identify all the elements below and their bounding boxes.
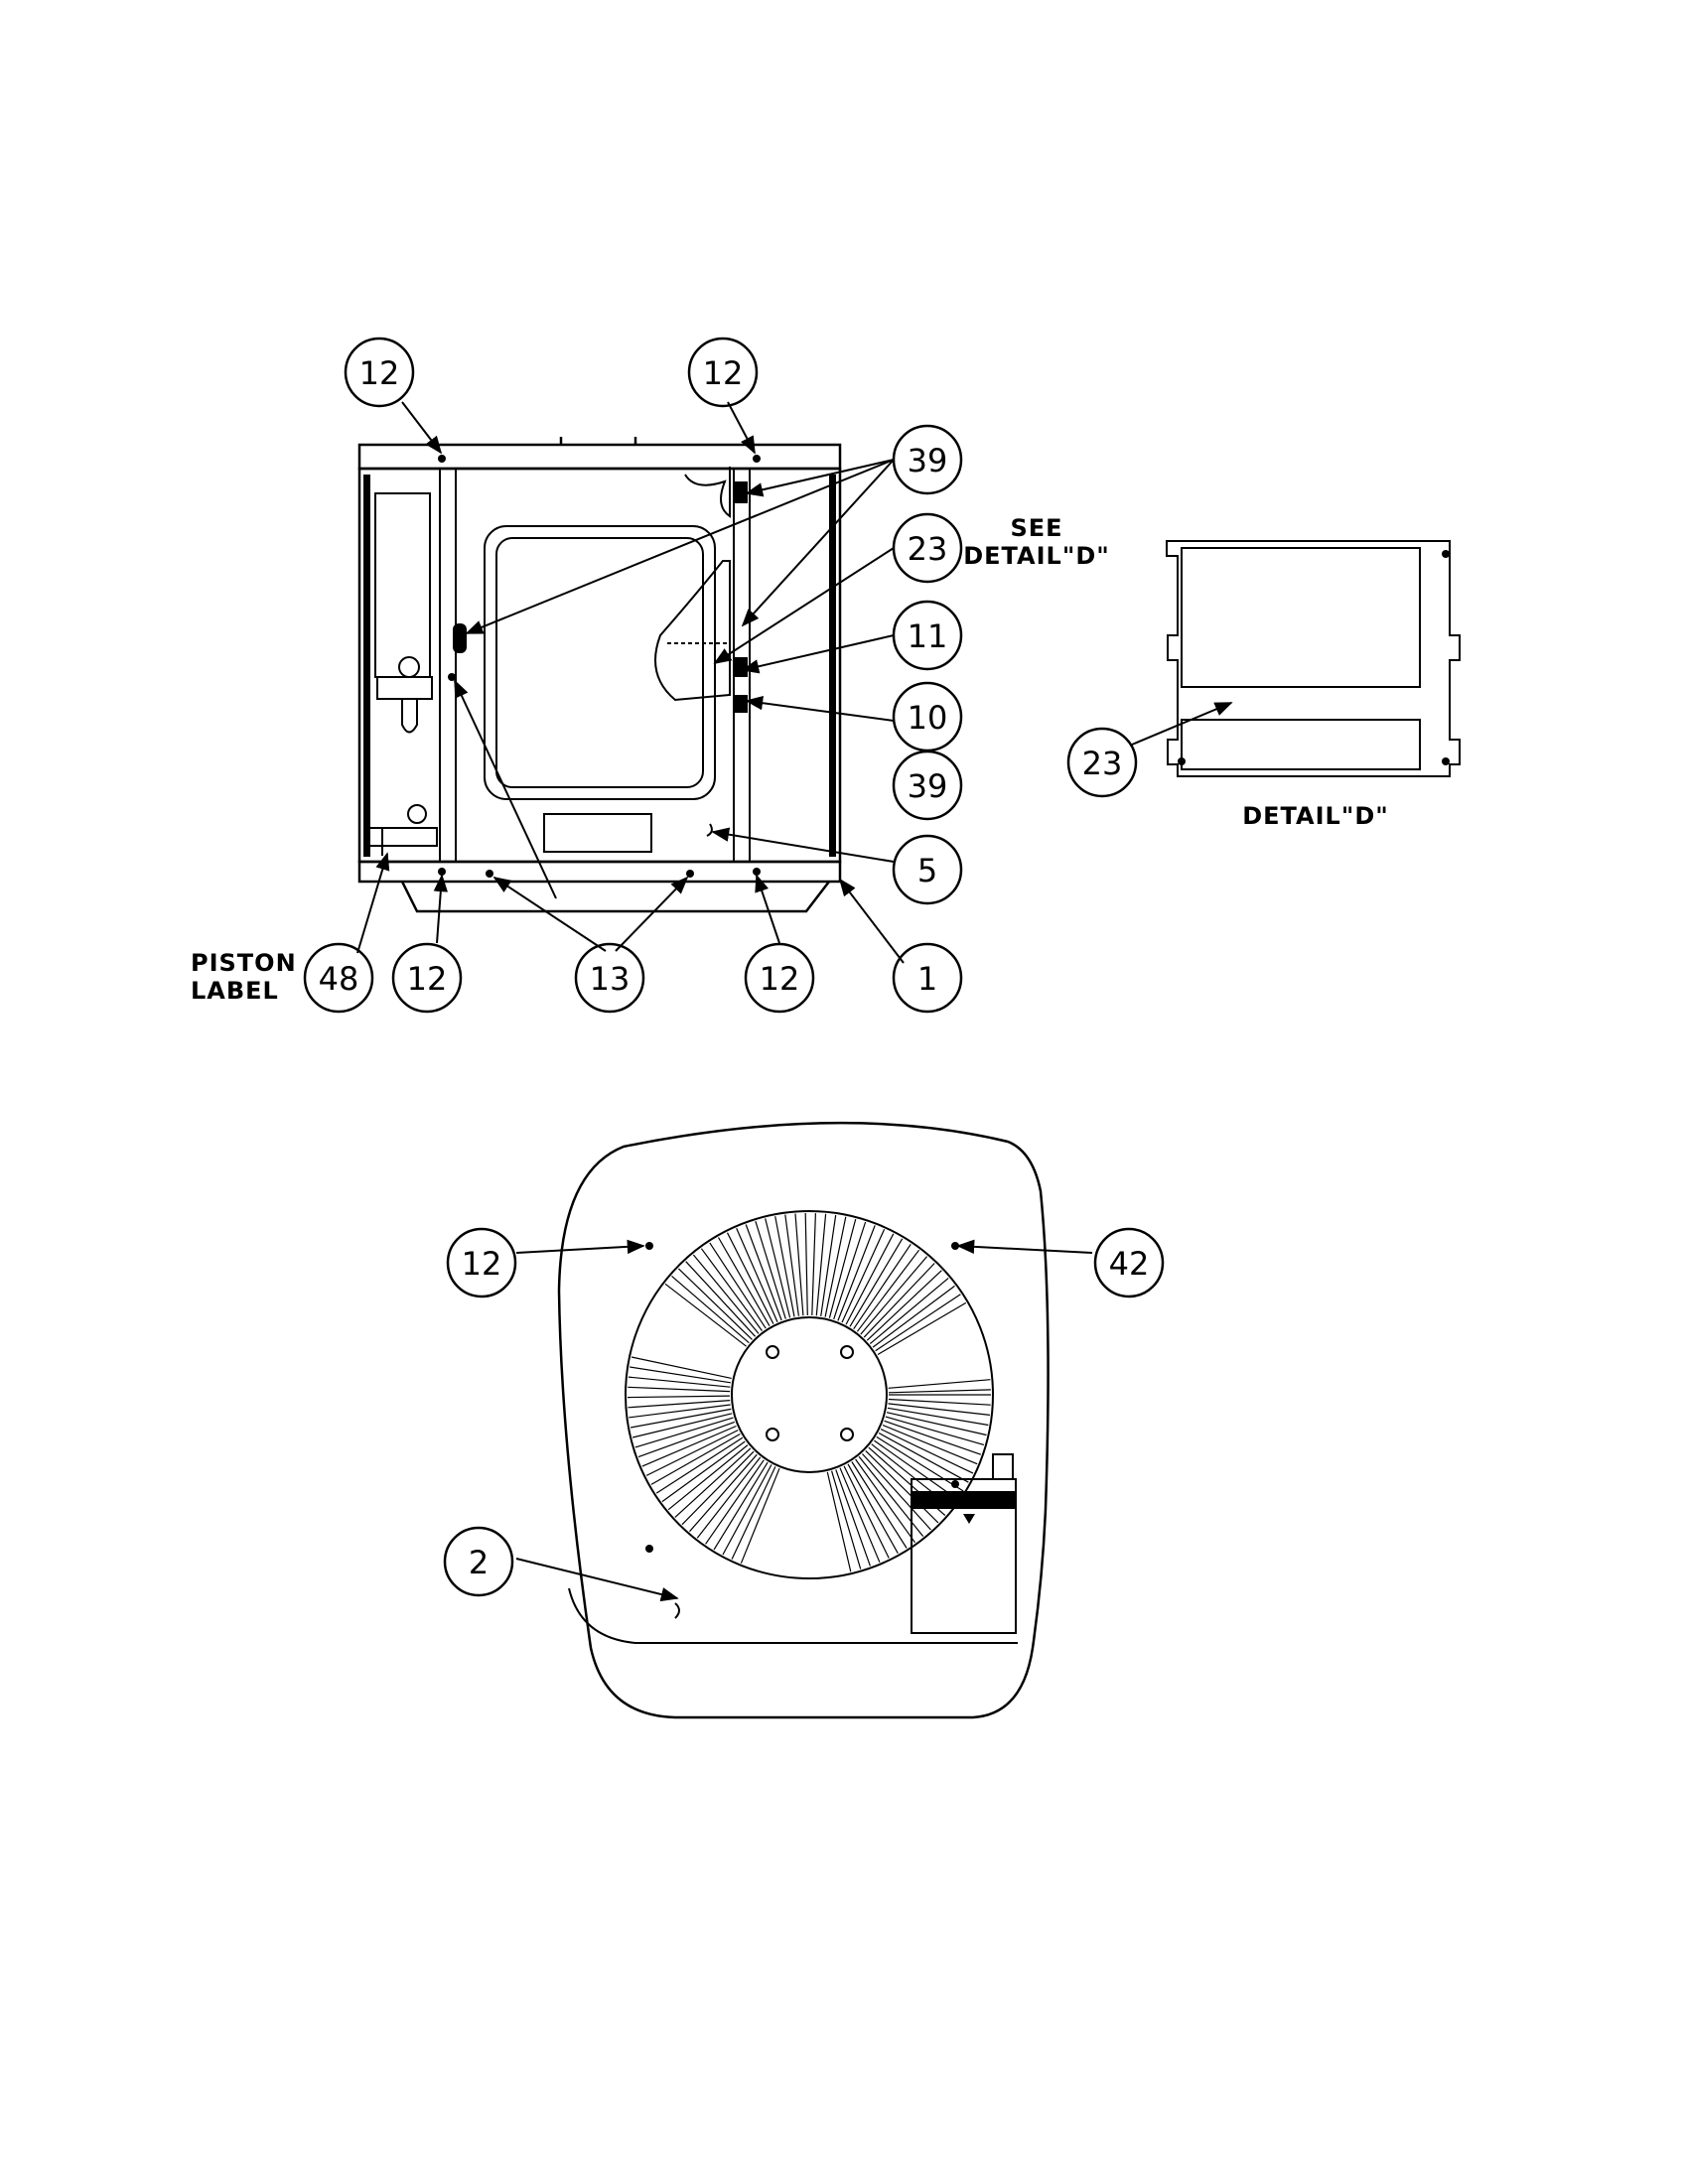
callout-12-top-left: 12 (344, 337, 415, 408)
svg-text:1: 1 (917, 960, 937, 998)
condenser-side-view (357, 437, 842, 913)
callout-5: 5 (892, 834, 963, 905)
svg-text:12: 12 (462, 1245, 502, 1283)
svg-text:42: 42 (1109, 1245, 1150, 1283)
callout-23-detail: 23 (1066, 727, 1138, 798)
callout-2: 2 (443, 1526, 514, 1597)
svg-text:23: 23 (1082, 745, 1123, 782)
svg-text:12: 12 (760, 960, 800, 998)
svg-text:12: 12 (407, 960, 448, 998)
callout-1: 1 (892, 942, 963, 1014)
callout-39-mid: 39 (892, 750, 963, 821)
svg-text:39: 39 (908, 767, 948, 805)
callout-12-top-mid: 12 (687, 337, 759, 408)
callout-13: 13 (574, 942, 645, 1014)
svg-text:10: 10 (908, 699, 948, 737)
callout-10: 10 (892, 681, 963, 752)
callout-23: 23 (892, 512, 963, 584)
callout-42: 42 (1093, 1227, 1165, 1298)
callout-48: 48 (303, 942, 374, 1014)
svg-text:11: 11 (908, 617, 948, 655)
leader-lines (356, 401, 1233, 1602)
svg-text:12: 12 (359, 354, 400, 392)
fan-grille (625, 1210, 994, 1579)
piston-label-line1: PISTON (191, 949, 297, 977)
callout-12-bottom-right: 12 (744, 942, 815, 1014)
detail-d-panel (1166, 540, 1461, 777)
callout-39-top: 39 (892, 424, 963, 495)
callout-12-bottom-left: 12 (391, 942, 463, 1014)
svg-text:2: 2 (469, 1544, 489, 1581)
svg-text:23: 23 (908, 530, 948, 568)
svg-text:5: 5 (917, 852, 937, 889)
detail-reference-label: DETAIL"D" (963, 542, 1110, 570)
condenser-top-view (557, 1121, 1050, 1719)
piston-label-line2: LABEL (191, 977, 279, 1005)
callout-11: 11 (892, 600, 963, 671)
callout-12-fan: 12 (446, 1227, 517, 1298)
svg-text:12: 12 (703, 354, 744, 392)
see-label: SEE (1010, 514, 1062, 542)
svg-text:48: 48 (319, 960, 359, 998)
svg-text:39: 39 (908, 442, 948, 479)
svg-text:13: 13 (590, 960, 631, 998)
detail-title: DETAIL"D" (1242, 802, 1389, 830)
